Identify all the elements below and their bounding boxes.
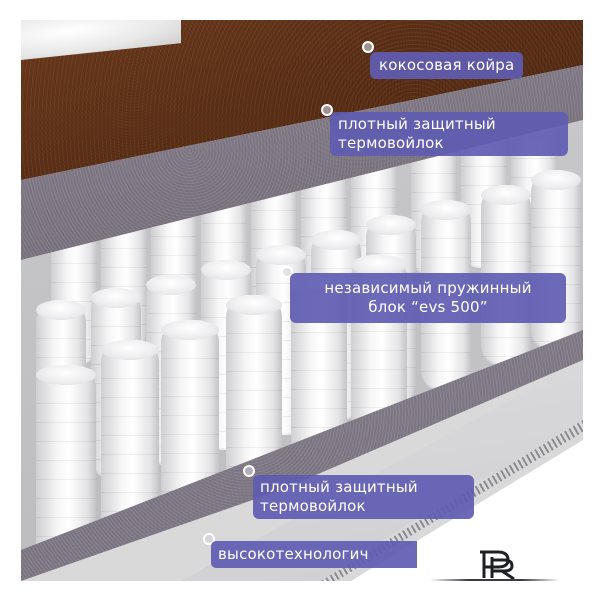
- logo-underline: [430, 579, 560, 581]
- label-felt-top-line1: плотный защитный: [338, 115, 496, 133]
- label-spring-block-line2: блок “evs 500”: [368, 298, 488, 316]
- pr-monogram-logo-icon: [480, 550, 515, 581]
- spring-block-layer: [21, 120, 583, 580]
- label-felt-bottom: плотный защитный термовойлок: [253, 475, 474, 519]
- label-hi-tech: высокотехнологич: [211, 541, 417, 568]
- label-hi-tech-text: высокотехнологич: [218, 545, 369, 563]
- label-coconut-coir: кокосовая койра: [370, 52, 524, 79]
- marker-dot-felt-top: [321, 104, 333, 116]
- label-felt-top: плотный защитный термовойлок: [330, 112, 568, 156]
- marker-dot-coconut-coir: [362, 41, 374, 53]
- label-spring-block: независимый пружинный блок “evs 500”: [290, 273, 566, 323]
- label-spring-block-line1: независимый пружинный: [324, 279, 532, 297]
- label-coconut-coir-text: кокосовая койра: [379, 56, 515, 74]
- label-felt-bottom-line1: плотный защитный: [260, 478, 418, 496]
- label-felt-top-line2: термовойлок: [338, 134, 444, 152]
- marker-dot-felt-bottom: [243, 465, 255, 477]
- label-felt-bottom-line2: термовойлок: [260, 497, 366, 515]
